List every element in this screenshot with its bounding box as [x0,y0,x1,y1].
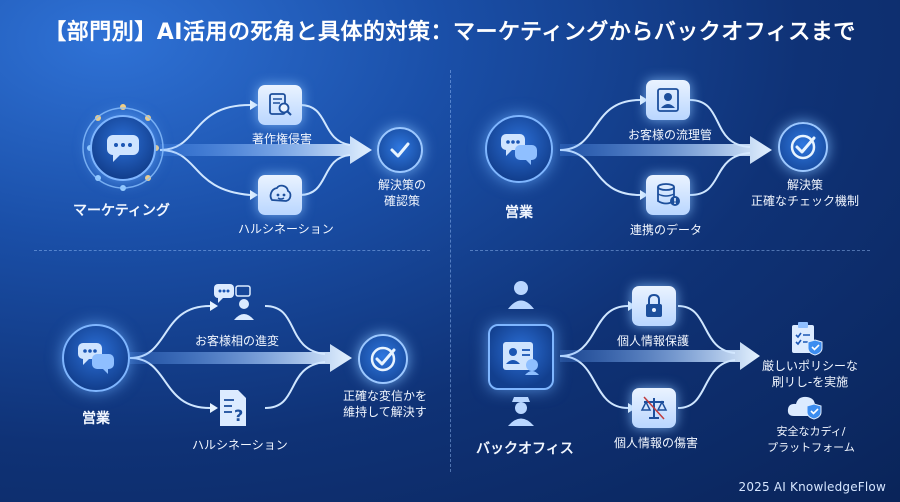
lock-icon [646,293,662,317]
back-office-flow-lines [559,301,760,413]
data-node [646,175,690,215]
id-card-icon [503,342,539,375]
customer-profile-icon [657,88,679,112]
sales-bottom-hub [62,324,130,392]
marketing-hub [90,115,156,181]
checkmark-icon [790,134,816,160]
sales-top-hub [485,115,553,183]
sales-bottom-panel: 営業 お客様相の進変 ? ハルシネーション 正確な変信かを 維持して解決す [0,268,450,468]
hallucination-risk-label: ハルシネーション [238,222,334,236]
people-chat-node [212,282,256,322]
sales-top-solution-check [778,122,828,172]
sales-bottom-solution-line-1: 正確な変信かを [342,389,427,403]
page-title: 【部門別】AI活用の死角と具体的対策：マーケティングからバックオフィスまで [44,20,856,45]
copyright-risk-label: 著作権侵害 [252,132,313,146]
privacy-node [632,286,676,326]
checkmark-icon [370,346,396,372]
clipboard-shield-icon [792,322,823,356]
customer-risk-label: お客様の流理管 [628,128,713,142]
people-chat-icon [214,284,254,320]
privacy-harm-node [632,388,676,428]
hallucination-node [258,175,302,215]
sparkle-face-icon [269,184,292,202]
chat-bubbles-icon [501,134,537,165]
platform-solution-line-2: プラットフォーム [767,441,855,454]
marketing-panel: マーケティング 著作権侵害 ハルシネーション 解決策の 確認策 [0,60,450,260]
chat-bubbles-icon [78,343,114,374]
platform-solution-line-1: 安全なカディ/ [776,425,846,438]
policy-solution-label: 厳しいポリシーな 刷リし-を実施 [760,358,860,390]
policy-solution-line-2: 刷リし-を実施 [771,375,849,389]
copyright-node [258,85,302,125]
sales-bottom-solution-line-2: 維持して解決す [343,405,427,419]
privacy-harm-risk-label: 個人情報の傷害 [614,436,699,450]
back-office-panel: バックオフィス 個人情報保護 個人情報の傷害 厳しいポリシーな 刷リし-を実施 [450,268,900,468]
privacy-risk-label: 個人情報保護 [617,334,690,348]
customer-node [646,80,690,120]
sales-bottom-solution-label: 正確な変信かを 維持して解決す [340,388,430,420]
customer-change-risk-label: お客様相の進変 [195,334,280,348]
marketing-solution-label: 解決策の 確認策 [374,177,430,209]
marketing-solution-check [377,127,423,173]
officer-icon [508,397,534,426]
sales-top-solution-label: 解決策 正確なチェック機制 [750,177,860,209]
back-office-hub [488,324,554,390]
marketing-department-label: マーケティング [73,203,170,219]
sales-bottom-flow-lines [129,301,352,413]
footer-credit: 2025 AI KnowledgeFlow [738,480,886,494]
policy-solution-line-1: 厳しいポリシーな [761,359,858,373]
scales-icon [640,396,668,420]
document-search-icon [269,93,292,116]
marketing-solution-line-2: 確認策 [383,194,420,208]
back-office-department-label: バックオフィス [476,441,574,457]
data-risk-label: 連携のデータ [630,223,703,237]
hallucination-risk-label-2: ハルシネーション [192,438,288,452]
user-icon [508,281,534,309]
platform-solution-label: 安全なカディ/ プラットフォーム [764,424,858,456]
checkmark-icon [390,142,410,158]
horizontal-divider-left [34,250,430,251]
document-question-node: ? [212,388,256,428]
sales-top-solution-line-2: 正確なチェック機制 [750,194,859,208]
sales-bottom-solution-check [358,334,408,384]
database-alert-icon [657,183,680,206]
horizontal-divider-right [470,250,870,251]
sales-top-department-label: 営業 [505,205,533,221]
chat-bubble-icon [107,135,139,162]
sales-bottom-department-label: 営業 [82,411,110,427]
marketing-solution-line-1: 解決策の [377,178,426,192]
sales-top-solution-line-1: 解決策 [786,178,823,192]
cloud-shield-icon [787,396,822,420]
document-question-icon: ? [220,390,246,426]
sales-top-panel: 営業 お客様の流理管 連携のデータ 解決策 正確なチェック機制 [450,60,900,260]
vertical-divider [450,70,451,472]
sales-top-flow-lines [559,95,772,200]
svg-text:?: ? [234,406,243,425]
